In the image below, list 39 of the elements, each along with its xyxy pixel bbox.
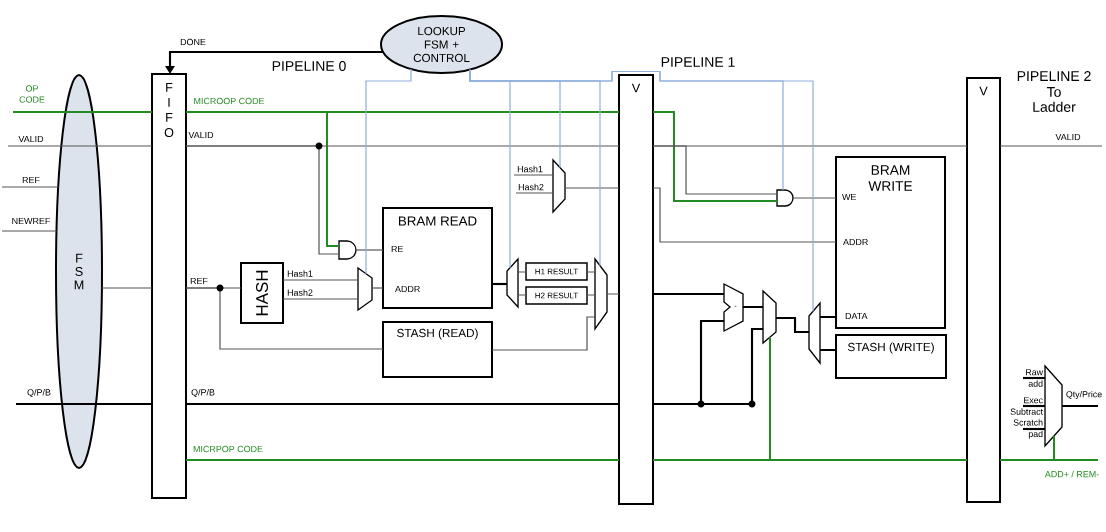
input-label: Raw add: [1026, 369, 1044, 387]
signal-label: VALID: [188, 131, 214, 139]
and-gate: [776, 189, 794, 207]
register-box: V: [966, 77, 1001, 503]
signal-label: Q/P/B: [27, 388, 51, 398]
signal-label: ADD+ / REM-: [1044, 470, 1099, 478]
signal-label: Q/P/B: [191, 388, 215, 398]
signal-label: NEWREF: [12, 217, 50, 225]
fifo-box: F I F O: [151, 73, 187, 499]
stage-title: To Ladder: [1033, 87, 1076, 112]
result-box: H1 RESULT: [525, 262, 588, 281]
stage-title: PIPELINE 1: [661, 57, 735, 67]
signal-label: Hash1: [287, 270, 313, 277]
signal-label: OP CODE: [19, 85, 45, 103]
port-label: DATA: [845, 312, 868, 320]
port-label: WE: [842, 193, 856, 201]
signal-label: VALID: [1055, 133, 1081, 141]
signal-label: REF: [190, 277, 208, 285]
input-label: Scratch pad: [1013, 419, 1043, 439]
port-label: RE: [391, 245, 403, 253]
signal-label: VALID: [18, 135, 44, 143]
stash-box: STASH (READ): [382, 321, 493, 378]
stash-box: STASH (WRITE): [835, 334, 947, 379]
signal-label: Hash2: [287, 289, 313, 296]
port-label: ADDR: [395, 285, 420, 293]
signal-label: Hash1: [517, 165, 543, 173]
hash-box: HASH: [240, 262, 284, 324]
register-box: V: [618, 74, 654, 505]
result-box: H2 RESULT: [525, 286, 588, 305]
port-label: ADDR: [843, 238, 868, 246]
signal-label: Qty/Price: [1066, 390, 1102, 400]
stage-title: PIPELINE 0: [272, 61, 346, 71]
signal-label: Hash2: [518, 183, 544, 191]
signal-label: MICRPOP CODE: [193, 445, 263, 453]
signal-label: REF: [22, 176, 40, 184]
input-label: Exec Subtract: [1010, 397, 1043, 415]
signal-label: MICROOP CODE: [194, 97, 265, 105]
and-gate: [338, 240, 357, 260]
stage-title: PIPELINE 2: [1017, 71, 1091, 81]
